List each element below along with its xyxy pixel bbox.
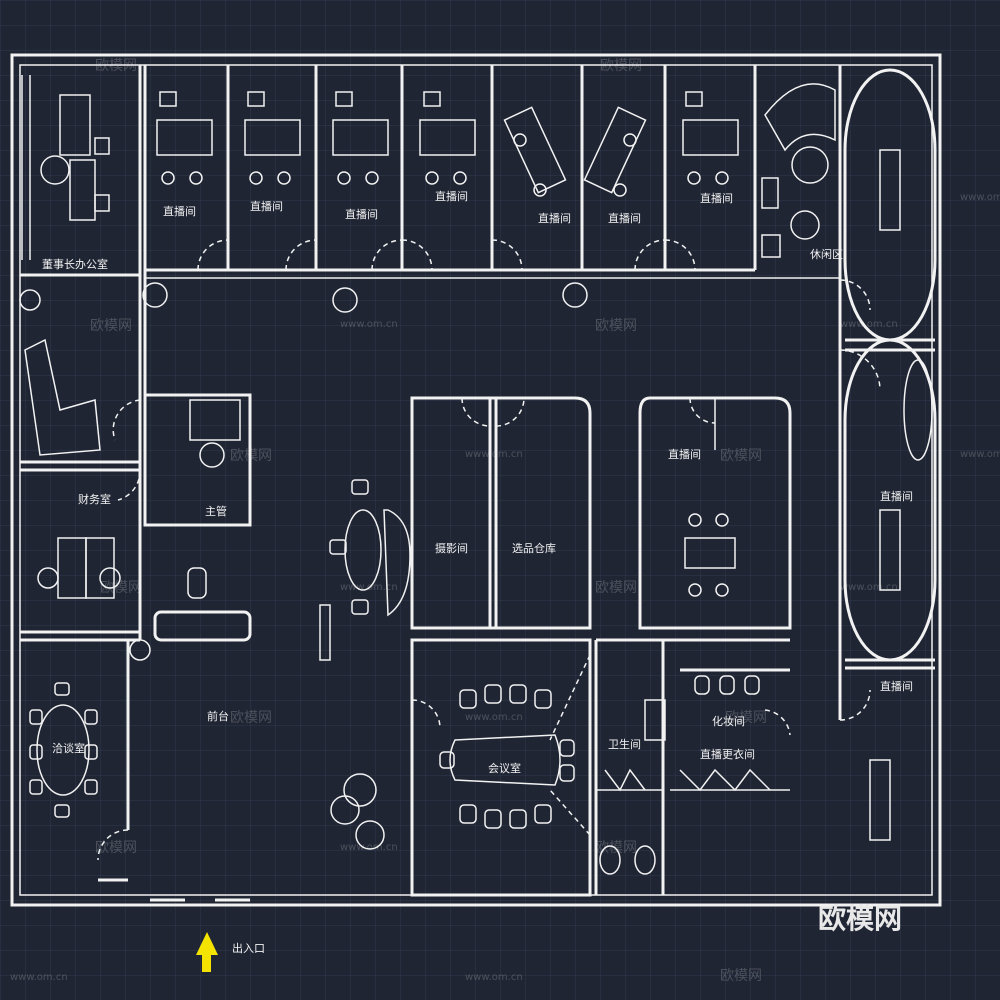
label-entrance: 出入口 [232, 941, 265, 955]
label-negotiation: 洽谈室 [52, 741, 85, 755]
watermark-site: www.om.cn [340, 319, 398, 330]
service-rooms [594, 638, 791, 895]
label-reception: 前台 [207, 709, 229, 723]
room-labels: 董事长办公室 财务室 洽谈室 直播间 直播间 直播间 直播间 直播间 直播间 直… [42, 189, 913, 955]
watermark-site: www.om.cn [840, 319, 898, 330]
watermark-brand: 欧模网 [95, 58, 137, 74]
right-rooms [839, 68, 937, 841]
watermark-brand: 欧模网 [90, 318, 132, 334]
door-swings-top [197, 239, 871, 311]
center-rooms [410, 396, 792, 630]
label-makeup: 化妆间 [712, 714, 745, 728]
watermark-brand: 欧模网 [230, 710, 272, 726]
watermark-site: www.om.cn [465, 449, 523, 460]
lobby-furniture [319, 479, 411, 850]
watermark-brand: 欧模网 [720, 448, 762, 464]
label-live-room: 直播间 [538, 211, 571, 225]
watermark-layer: 欧模网 欧模网 欧模网 欧模网 欧模网 欧模网 欧模网 欧模网 欧模网 欧模网 … [10, 58, 1000, 984]
label-live-room: 直播间 [700, 191, 733, 205]
watermark-site: www.om.cn [340, 842, 398, 853]
label-lounge: 休闲区 [810, 247, 843, 261]
watermark-site: www.om.cn [465, 972, 523, 983]
label-manager: 主管 [205, 504, 227, 518]
label-live-room: 直播间 [163, 204, 196, 218]
left-middle-furniture [19, 289, 141, 642]
meeting-room [410, 638, 592, 897]
watermark-brand: 欧模网 [600, 58, 642, 74]
lounge-furniture [761, 83, 836, 258]
entrance [150, 898, 250, 972]
label-meeting: 会议室 [488, 761, 521, 775]
live-room-desks [156, 91, 739, 197]
outer-walls [10, 53, 942, 907]
label-live-room: 直播间 [345, 207, 378, 221]
watermark-brand: 欧模网 [100, 580, 142, 596]
manager-reception [129, 282, 588, 661]
label-photo-room: 摄影间 [435, 541, 468, 555]
negotiation-room-furniture [29, 640, 130, 882]
watermark-brand: 欧模网 [595, 318, 637, 334]
watermark-site: www.om.cn [960, 192, 1000, 203]
entrance-arrow-icon [196, 932, 218, 972]
watermark-site: www.om.cn [10, 972, 68, 983]
brand-watermark: 欧模网 [818, 902, 902, 935]
label-restroom: 卫生间 [608, 737, 641, 751]
label-live-room-right-bottom: 直播间 [880, 679, 913, 693]
watermark-brand: 欧模网 [720, 968, 762, 984]
label-changing: 直播更衣间 [700, 747, 755, 761]
chairman-office-furniture [20, 75, 140, 277]
label-live-room: 直播间 [608, 211, 641, 225]
watermark-site: www.om.cn [840, 582, 898, 593]
label-live-room: 直播间 [435, 189, 468, 203]
watermark-brand: 欧模网 [95, 840, 137, 856]
label-product-room: 选品仓库 [512, 541, 556, 555]
label-live-center: 直播间 [668, 447, 701, 461]
label-live-room-right-top: 直播间 [880, 489, 913, 503]
watermark-brand: 欧模网 [595, 580, 637, 596]
label-finance: 财务室 [78, 492, 111, 506]
label-live-room: 直播间 [250, 199, 283, 213]
label-chairman-office: 董事长办公室 [42, 257, 108, 271]
watermark-brand: 欧模网 [725, 710, 767, 726]
watermark-site: www.om.cn [960, 449, 1000, 460]
watermark-site: www.om.cn [465, 712, 523, 723]
